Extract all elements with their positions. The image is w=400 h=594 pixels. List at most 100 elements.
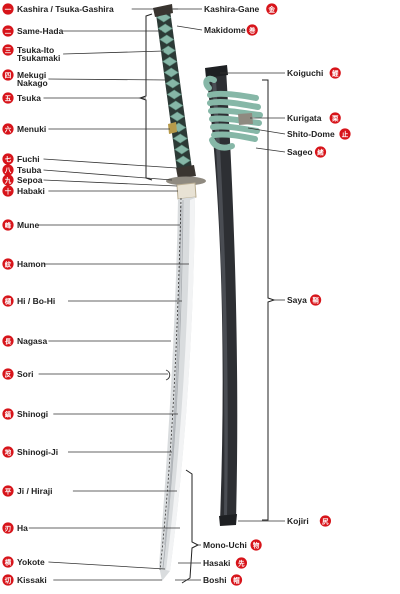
wrap-diamond <box>175 155 191 166</box>
label-kashira-gane-badge-mark: 金 <box>268 4 276 13</box>
tsuba-guard <box>166 176 206 186</box>
label-sori-badge <box>2 368 14 380</box>
label-saya-text: Saya <box>287 295 307 305</box>
label-tsuka-ito-text-2: Tsukamaki <box>17 53 60 63</box>
label-same-hada-badge-mark: 二 <box>5 27 12 35</box>
label-mekugi-badge-mark: 四 <box>5 71 12 79</box>
tsuka-illustration <box>153 4 206 200</box>
saya-highlight <box>212 80 228 515</box>
label-habaki-badge <box>2 185 14 197</box>
label-koiguchi: Koiguchi 鯉 <box>287 67 341 79</box>
leader-lines <box>28 8 286 581</box>
label-hamon-badge <box>2 258 14 270</box>
sori-marker <box>165 369 171 381</box>
label-tsuka-ito-text: Tsuka-Ito <box>17 45 54 55</box>
label-mono-uchi-text: Mono-Uchi <box>203 540 247 550</box>
wrap-diamond <box>169 111 185 122</box>
blade-illustration <box>159 197 195 581</box>
label-menuki: 六 Menuki <box>2 123 46 135</box>
label-ji-hiraji-badge <box>2 485 14 497</box>
label-kojiri-badge-mark: 尻 <box>322 517 329 525</box>
kurigata-knob <box>238 113 253 125</box>
wrap-diamond <box>159 34 175 45</box>
label-tsuka-badge <box>2 92 14 104</box>
label-ha: 刃 Ha <box>2 522 28 534</box>
label-shinogi-badge-mark: 鎬 <box>5 409 12 418</box>
wrap-diamond <box>168 100 184 111</box>
label-ha-text: Ha <box>17 523 28 533</box>
fuchi-collar <box>176 165 196 179</box>
label-same-hada-badge <box>2 25 14 37</box>
label-hi-bo-hi-badge <box>2 295 14 307</box>
label-menuki-text: Menuki <box>17 124 46 134</box>
label-sori-text: Sori <box>17 369 34 379</box>
label-koiguchi-text: Koiguchi <box>287 68 323 78</box>
label-boshi-text: Boshi <box>203 575 227 585</box>
label-nagasa-badge-mark: 長 <box>5 336 12 345</box>
label-sori-badge-mark: 反 <box>5 369 12 378</box>
label-boshi-badge <box>230 574 243 586</box>
label-fuchi-badge-mark: 七 <box>5 154 12 163</box>
label-kurigata-text: Kurigata <box>287 113 322 123</box>
label-ji-hiraji-badge-mark: 平 <box>5 487 12 495</box>
wrap-diamond <box>165 78 181 89</box>
label-sori: 反 Sori <box>2 368 34 380</box>
label-makidome-badge-mark: 巻 <box>248 25 256 34</box>
label-tsuka-ito-leader <box>63 50 165 55</box>
label-kurigata-badge-mark: 栗 <box>332 114 339 122</box>
label-saya-badge <box>310 294 322 306</box>
wrap-diamond <box>162 56 178 67</box>
label-kashira-tsuka-gashira-badge-mark: 一 <box>5 5 12 13</box>
label-fuchi-badge <box>2 153 14 165</box>
label-yokote-text: Yokote <box>17 557 45 567</box>
label-kissaki-text: Kissaki <box>17 575 47 585</box>
label-koiguchi-badge-mark: 鯉 <box>332 68 339 77</box>
kashira-cap <box>153 4 173 17</box>
label-kashira-tsuka-gashira-badge <box>2 3 14 15</box>
hi-groove <box>164 204 182 546</box>
menuki-ornament <box>168 122 177 134</box>
label-yokote-badge-mark: 横 <box>5 557 12 566</box>
label-menuki-badge-mark: 六 <box>5 124 12 133</box>
label-ha-badge-mark: 刃 <box>5 524 12 532</box>
label-sageo-leader <box>255 147 286 153</box>
label-sepoa-text: Sepoa <box>17 175 43 185</box>
wrap-diamond <box>174 144 190 155</box>
mono-uchi-bracket <box>181 469 200 584</box>
label-hamon-text: Hamon <box>17 259 46 269</box>
label-habaki-badge-mark: 十 <box>5 186 12 195</box>
label-mekugi-text-2: Nakago <box>17 78 48 88</box>
label-same-hada-text: Same-Hada <box>17 26 64 36</box>
nagasa-dashed-line <box>159 197 182 571</box>
label-mune-badge-mark: 峰 <box>5 220 12 229</box>
label-mune: 峰 Mune <box>2 219 39 231</box>
label-nagasa-badge <box>2 335 14 347</box>
label-koiguchi-badge <box>329 67 341 79</box>
label-mekugi-badge <box>2 69 14 81</box>
label-tsuba-leader <box>43 169 173 181</box>
label-ji-hiraji-text: Ji / Hiraji <box>17 486 52 496</box>
label-shinogi-ji-badge <box>2 446 14 458</box>
label-sageo-badge-mark: 緒 <box>317 147 324 156</box>
label-mune-text: Mune <box>17 220 39 230</box>
label-kissaki-badge-mark: 切 <box>5 576 12 584</box>
label-makidome-leader <box>176 25 203 31</box>
label-shito-dome-leader <box>247 127 286 135</box>
label-mune-badge <box>2 219 14 231</box>
label-shinogi-text: Shinogi <box>17 409 48 419</box>
